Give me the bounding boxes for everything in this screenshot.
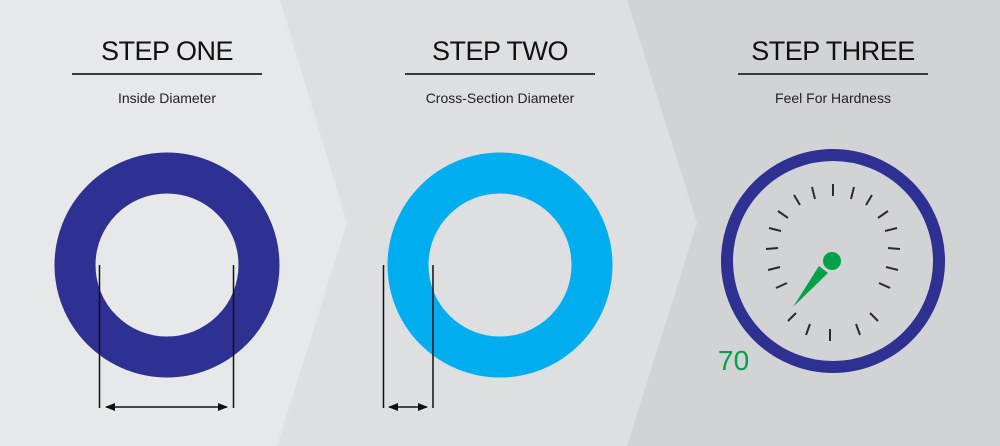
o-ring-cross-section-icon bbox=[382, 152, 613, 411]
gauge-hub bbox=[823, 252, 841, 270]
step-one-title: STEP ONE bbox=[100, 36, 234, 66]
step-two-divider bbox=[405, 73, 595, 75]
gauge-tick-marks bbox=[765, 184, 901, 341]
gauge-needle bbox=[793, 266, 828, 307]
step-three-title: STEP THREE bbox=[751, 36, 915, 66]
step-one-subtitle: Inside Diameter bbox=[117, 90, 217, 106]
step-three-divider bbox=[738, 73, 928, 75]
durometer-gauge-icon bbox=[721, 149, 945, 373]
gauge-value-label: 70 bbox=[718, 345, 750, 376]
step-two-subtitle: Cross-Section Diameter bbox=[425, 90, 575, 106]
step-two-title: STEP TWO bbox=[431, 36, 569, 66]
step-one-divider bbox=[72, 73, 262, 75]
step-three-subtitle: Feel For Hardness bbox=[775, 90, 891, 106]
o-ring-inside-diameter-icon bbox=[54, 152, 280, 411]
